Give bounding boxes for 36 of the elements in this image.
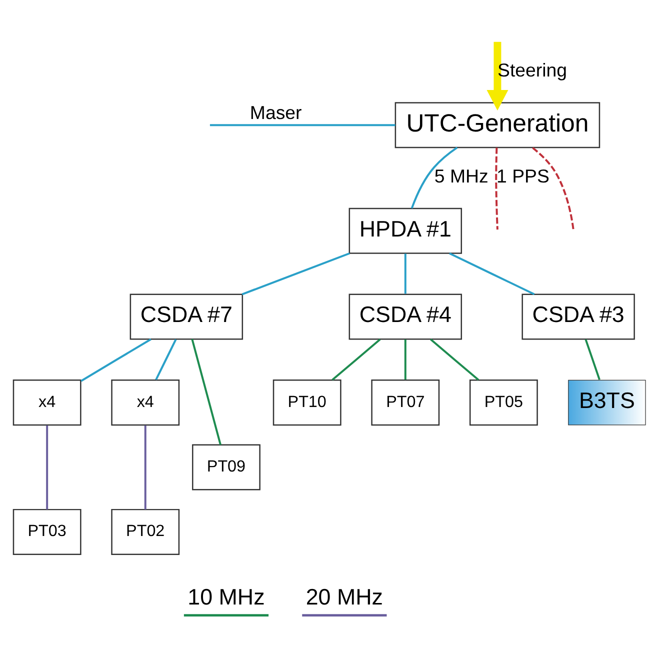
edge-label: Maser [250,102,302,123]
connector [430,338,480,381]
connector [404,254,406,294]
node-box: PT09 [192,444,260,490]
connector [410,146,458,209]
connector [332,338,381,381]
node-box: PT07 [371,380,440,426]
node-box: PT03 [12,508,82,555]
connector [495,148,498,230]
node-box: x4 [111,380,180,426]
edge-label: 1 PPS [496,165,550,186]
connector [155,338,177,380]
connector [242,252,350,296]
node-box: PT05 [469,380,538,426]
legend-label: 20 MHz [306,584,383,610]
connector [532,147,574,230]
legend-label: 10 MHz [188,584,265,610]
connector [404,339,406,380]
connector [584,339,600,380]
connector [144,425,146,510]
node-box: CSDA #4 [348,294,462,340]
arrow [486,42,508,110]
edge-label: 5 MHz [434,165,488,186]
node-box: PT10 [272,380,342,426]
connector [449,252,535,296]
connector [46,425,48,510]
node-box: UTC-Generation [394,102,600,148]
connector [210,124,396,126]
node-box: B3TS [568,380,646,426]
node-box: PT02 [111,508,180,555]
connector [191,338,222,446]
node-box: CSDA #7 [130,294,244,340]
node-box: HPDA #1 [348,208,462,254]
node-box: CSDA #3 [522,294,635,340]
connector [80,338,152,382]
node-box: x4 [12,380,82,426]
